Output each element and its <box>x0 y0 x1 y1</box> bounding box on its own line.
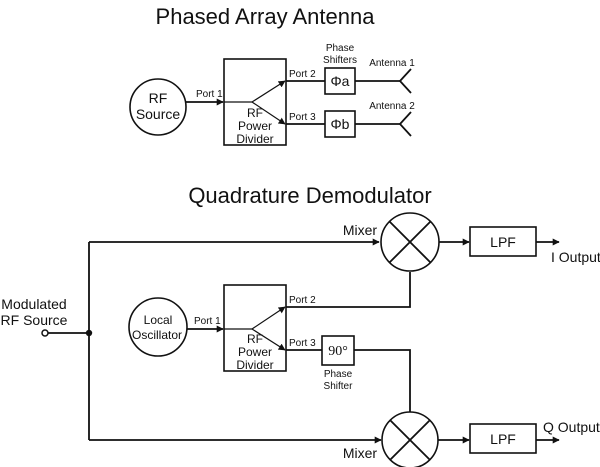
i-output-label: I Output <box>551 249 600 265</box>
input-label-line2: RF Source <box>1 312 68 328</box>
shifter-to-mixer-bottom <box>354 349 411 412</box>
lo-label-line2: Oscillator <box>132 328 182 342</box>
lpf-bottom-box <box>469 423 537 454</box>
mixer-bottom-label: Mixer <box>343 445 378 461</box>
rf-source-label-line1: RF <box>149 90 168 106</box>
phased-array-title: Phased Array Antenna <box>156 4 376 29</box>
quadrature-power-divider: RF Power Divider <box>223 284 287 372</box>
rf-source: RF Source <box>129 78 187 136</box>
port2-to-mixer-top <box>286 272 411 308</box>
quadrature-title: Quadrature Demodulator <box>188 183 431 208</box>
quad-divider-label-line1: RF <box>247 332 263 346</box>
lo-port1-label: Port 1 <box>194 316 221 327</box>
rf-source-label-line2: Source <box>136 106 181 122</box>
port1-label: Port 1 <box>196 89 223 100</box>
divider-branch-port2 <box>251 80 286 103</box>
antenna1-icon <box>398 68 412 94</box>
mixer-bottom: Mixer <box>343 411 439 467</box>
mixer-top-cross-b <box>388 220 432 264</box>
phase-shifter-90-label: 90° <box>328 344 348 359</box>
phase-shifter-label-line1: Phase <box>324 369 353 380</box>
quad-divider-branch-port2 <box>251 306 286 330</box>
quadrature-divider-box <box>223 284 287 372</box>
phase-shifter-a-label: Φa <box>331 73 350 89</box>
quad-divider-label-line3: Divider <box>236 358 273 372</box>
lpf-bottom-label: LPF <box>490 431 516 447</box>
port2-label: Port 2 <box>289 69 316 80</box>
lpf-top-label: LPF <box>490 234 516 250</box>
phase-shifter-b-label: Φb <box>331 116 350 132</box>
local-oscillator-circle <box>128 297 188 357</box>
divider-branch-port3 <box>251 101 286 125</box>
quad-port3-label: Port 3 <box>289 338 316 349</box>
divider-label-line3: Divider <box>236 132 273 146</box>
divider-label-line1: RF <box>247 106 263 120</box>
rf-source-circle <box>129 78 187 136</box>
mixer-top-label: Mixer <box>343 222 378 238</box>
lo-label-line1: Local <box>144 313 173 327</box>
quadrature-section: Quadrature Demodulator Modulated RF Sour… <box>1 183 600 467</box>
quad-divider-branch-port3 <box>251 328 286 351</box>
phase-shifters-label-line1: Phase <box>326 43 355 54</box>
divider-label-line2: Power <box>238 119 272 133</box>
mixer-top: Mixer <box>343 212 440 272</box>
phase-shifter-label-line2: Shifter <box>324 381 354 392</box>
input-label-line1: Modulated <box>1 296 66 312</box>
phased-array-section: Phased Array Antenna RF Source Port 1 RF… <box>129 4 415 146</box>
quad-port2-label: Port 2 <box>289 295 316 306</box>
phase-shifter-a-box <box>324 67 356 95</box>
input-terminal-icon <box>41 329 49 337</box>
antenna2-icon <box>398 111 412 137</box>
lpf-top-box <box>469 226 537 257</box>
phase-shifters-label-line2: Shifters <box>323 55 357 66</box>
antenna1-label: Antenna 1 <box>369 58 415 69</box>
port3-label: Port 3 <box>289 112 316 123</box>
q-output-label: Q Output <box>543 419 600 435</box>
rf-power-divider: RF Power Divider <box>223 58 287 146</box>
antenna2-label: Antenna 2 <box>369 101 415 112</box>
local-oscillator: Local Oscillator <box>128 297 188 357</box>
mixer-bottom-cross-b <box>389 419 431 461</box>
quad-divider-label-line2: Power <box>238 345 272 359</box>
